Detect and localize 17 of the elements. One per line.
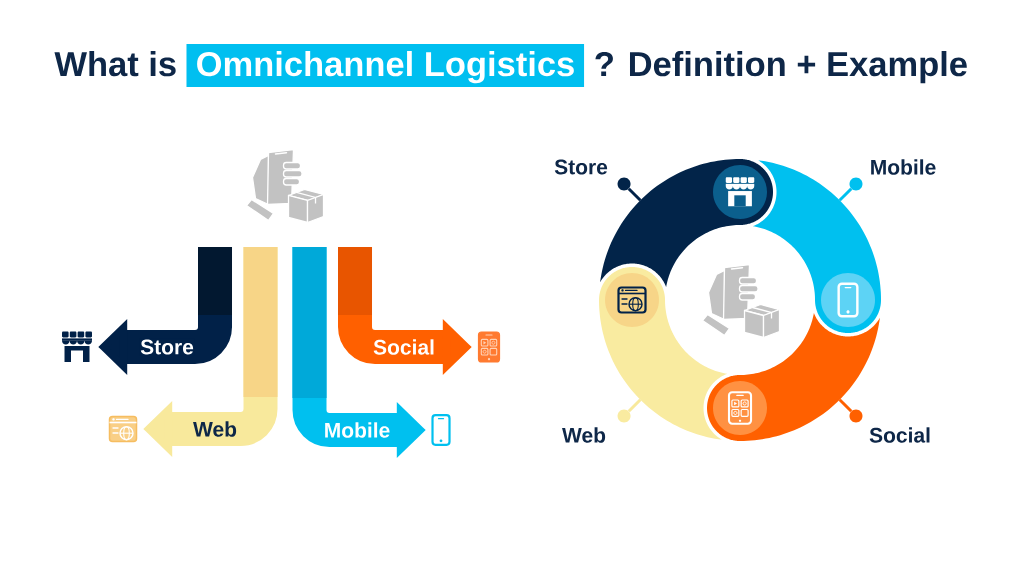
ring-label: Store [554,159,608,175]
edge-label: Web [192,420,238,438]
social-app-icon [477,331,501,363]
smartphone-icon [431,414,451,446]
ring-label: Social [869,427,930,443]
web-icon [108,415,138,443]
ring-label: Web [562,427,606,443]
hand-phone-illustration [701,263,781,339]
ring-label: Mobile [871,159,936,175]
edge-label: Social [372,338,436,356]
edge-label: Mobile [322,421,392,439]
title: What is Omnichannel Logistics ? Definition + Example [54,44,967,87]
store-icon [62,331,92,362]
leader-line [838,398,853,413]
leader-line [627,398,642,413]
hand-phone-illustration [245,148,325,224]
leader-line [838,187,853,202]
